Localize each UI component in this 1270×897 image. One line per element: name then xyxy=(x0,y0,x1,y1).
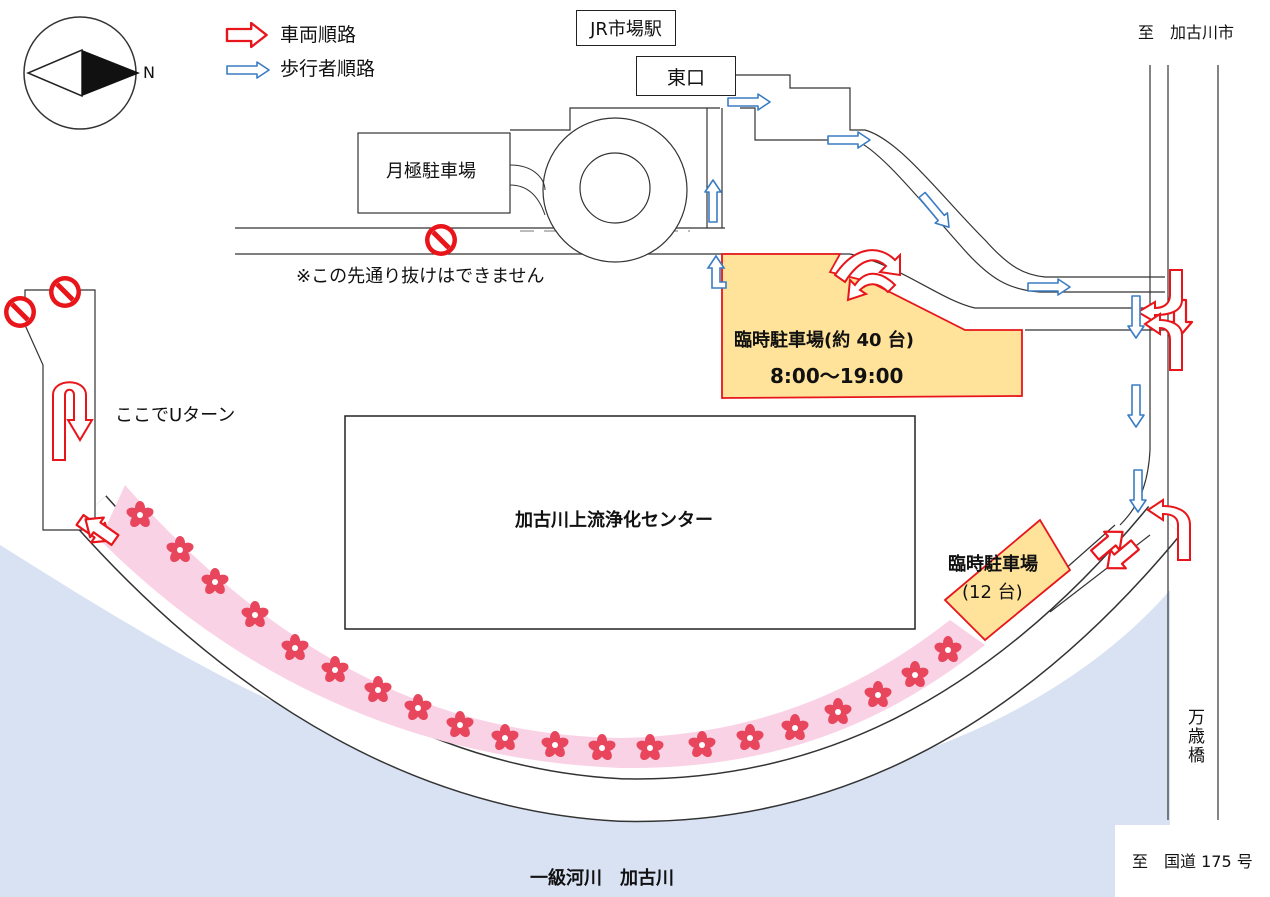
legend-vehicle-route: 車両順路 xyxy=(280,24,357,46)
bridge-label: 万歳橋 xyxy=(1184,708,1204,765)
no-entry-icon xyxy=(425,224,457,256)
pedestrian-arrow-icon xyxy=(1127,384,1145,428)
curve-arrow-icon xyxy=(1146,498,1191,561)
to-kakogawa-label: 至 加古川市 xyxy=(1138,23,1235,42)
curve-arrow-icon xyxy=(1143,312,1183,371)
legend-pedestrian-route: 歩行者順路 xyxy=(280,58,376,80)
monthly-parking-lot xyxy=(357,132,511,214)
vehicle-route-arrow-icon xyxy=(225,21,268,49)
compass-north-label: N xyxy=(143,63,155,82)
monthly-parking-label: 月極駐車場 xyxy=(386,161,476,182)
sakura-band xyxy=(100,485,985,769)
temp-parking-1-hours: 8:00～19:00 xyxy=(770,364,904,388)
no-through-note: ※この先通り抜けはできません xyxy=(296,266,545,287)
pedestrian-arrow-icon xyxy=(1129,469,1147,513)
temp-parking-1 xyxy=(721,253,1023,399)
purification-center xyxy=(344,415,916,630)
no-entry-icon xyxy=(4,296,36,328)
river-water xyxy=(0,545,1170,897)
curve-arrow-icon xyxy=(1136,269,1183,324)
no-entry-icon xyxy=(49,276,81,308)
curve-arrow-icon xyxy=(846,272,897,302)
pedestrian-arrow-icon xyxy=(915,189,956,234)
pedestrian-route-arrow-icon xyxy=(226,61,270,79)
temp-parking-2-title: 臨時駐車場 xyxy=(948,554,1038,575)
pedestrian-arrow-icon xyxy=(1127,295,1145,339)
pedestrian-arrow-icon xyxy=(827,131,871,149)
to-route175-label: 至 国道 175 号 xyxy=(1132,852,1253,871)
pedestrian-arrow-icon xyxy=(706,254,727,289)
temp-parking-2 xyxy=(943,518,1072,642)
station-label: JR市場駅 xyxy=(576,10,676,46)
compass xyxy=(23,16,140,130)
curve-arrow-icon xyxy=(833,249,901,284)
center-label: 加古川上流浄化センター xyxy=(515,510,713,531)
temp-parking-2-count: (12 台) xyxy=(962,582,1023,603)
east-exit-label: 東口 xyxy=(636,56,736,96)
river-label: 一級河川 加古川 xyxy=(530,868,674,889)
u-turn-label: ここでUターン xyxy=(115,405,236,426)
compass-north-icon xyxy=(82,50,140,96)
u-turn-arrow-icon xyxy=(52,381,94,461)
temp-parking-1-title: 臨時駐車場(約 40 台) xyxy=(734,330,915,351)
